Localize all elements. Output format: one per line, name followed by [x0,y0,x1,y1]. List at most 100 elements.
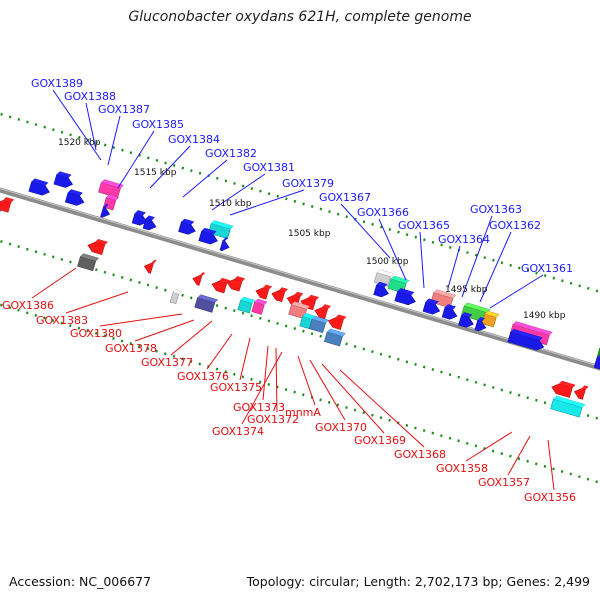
leader-line [309,359,346,421]
gene-label-reverse: GOX1357 [478,476,530,489]
leader-line [378,218,407,281]
kbp-tick [500,388,504,392]
gene-feature [441,304,458,320]
kbp-scale-label: 1520 kbp [58,138,101,148]
kbp-tick [120,339,124,343]
gene-label-forward: GOX1365 [398,219,450,232]
kbp-tick [103,270,107,274]
kbp-tick [224,179,228,183]
kbp-tick [172,354,176,358]
gene-feature [198,227,218,245]
kbp-tick [163,352,167,356]
accession-text: Accession: NC_006677 [9,574,152,589]
kbp-tick [120,275,124,279]
kbp-tick [422,365,426,369]
gene-feature [327,314,347,330]
gene-feature [103,194,120,211]
kbp-tick [353,408,357,412]
gene-label-reverse: GOX1376 [177,370,229,383]
kbp-tick [353,344,357,348]
kbp-tick [51,255,55,259]
kbp-scale-label: 1500 kbp [366,257,409,267]
kbp-tick [345,406,348,409]
kbp-tick [379,416,383,420]
gene-feature [142,215,157,231]
kbp-tick [215,176,219,180]
kbp-tick [301,393,305,397]
kbp-tick [52,128,55,132]
kbp-tick [483,256,487,260]
gene-feature [430,289,457,309]
kbp-tick [336,212,340,216]
gene-feature [131,210,148,226]
kbp-tick [595,416,599,420]
gene-feature [323,328,346,347]
kbp-tick [164,161,167,165]
gene-label-reverse: GOX1372 [247,413,299,426]
kbp-tick [561,279,564,283]
kbp-tick [138,153,141,157]
kbp-tick [483,383,486,387]
kbp-tick [164,288,167,292]
kbp-tick [578,284,581,288]
gene-feature [77,253,100,272]
kbp-tick [466,378,469,382]
gene-feature [169,289,183,305]
kbp-tick [345,342,348,346]
kbp-scale-label: 1490 kbp [523,311,566,321]
kbp-tick [259,189,262,193]
kbp-tick [26,120,29,124]
kbp-tick [465,441,469,445]
kbp-tick [276,194,280,198]
kbp-tick [60,321,64,325]
kbp-tick [284,324,288,328]
kbp-tick [232,372,236,376]
kbp-tick [569,281,573,285]
kbp-tick [181,166,185,170]
kbp-tick [155,286,159,290]
gene-feature [178,218,196,235]
kbp-tick [77,326,81,330]
gene-label-forward: GOX1384 [168,133,220,146]
gene-feature [211,277,231,294]
gene-label-forward: GOX1361 [521,262,573,275]
gene-feature [573,385,589,400]
gene-feature [593,354,600,370]
kbp-tick [60,130,64,134]
gene-label-reverse: mnmA [285,406,321,419]
kbp-tick [543,464,547,468]
kbp-tick [146,283,150,287]
kbp-tick [448,245,452,249]
kbp-tick [396,357,400,361]
kbp-tick [224,370,227,374]
kbp-tick [491,449,495,453]
kbp-tick [319,398,322,402]
leader-line [182,159,228,198]
kbp-tick [310,204,314,208]
kbp-tick [43,252,46,256]
kbp-tick [86,329,89,333]
leader-line [547,439,555,491]
kbp-tick [129,278,133,282]
kbp-tick [17,117,21,121]
gene-feature [481,310,500,328]
kbp-tick [440,434,443,438]
kbp-tick [440,370,443,374]
kbp-tick [51,319,55,322]
kbp-tick [69,324,72,328]
kbp-tick [371,413,374,417]
gene-label-forward: GOX1367 [319,191,371,204]
kbp-tick [258,316,262,320]
gene-label-forward: GOX1388 [64,90,116,103]
kbp-tick [0,303,3,307]
kbp-scale-label: 1510 kbp [209,199,252,209]
kbp-tick [586,477,590,481]
kbp-tick [371,222,374,226]
kbp-tick [379,352,383,356]
kbp-tick [586,286,590,290]
kbp-tick [25,247,29,251]
kbp-tick [95,268,98,272]
kbp-tick [595,289,599,293]
gene-feature [100,203,111,218]
